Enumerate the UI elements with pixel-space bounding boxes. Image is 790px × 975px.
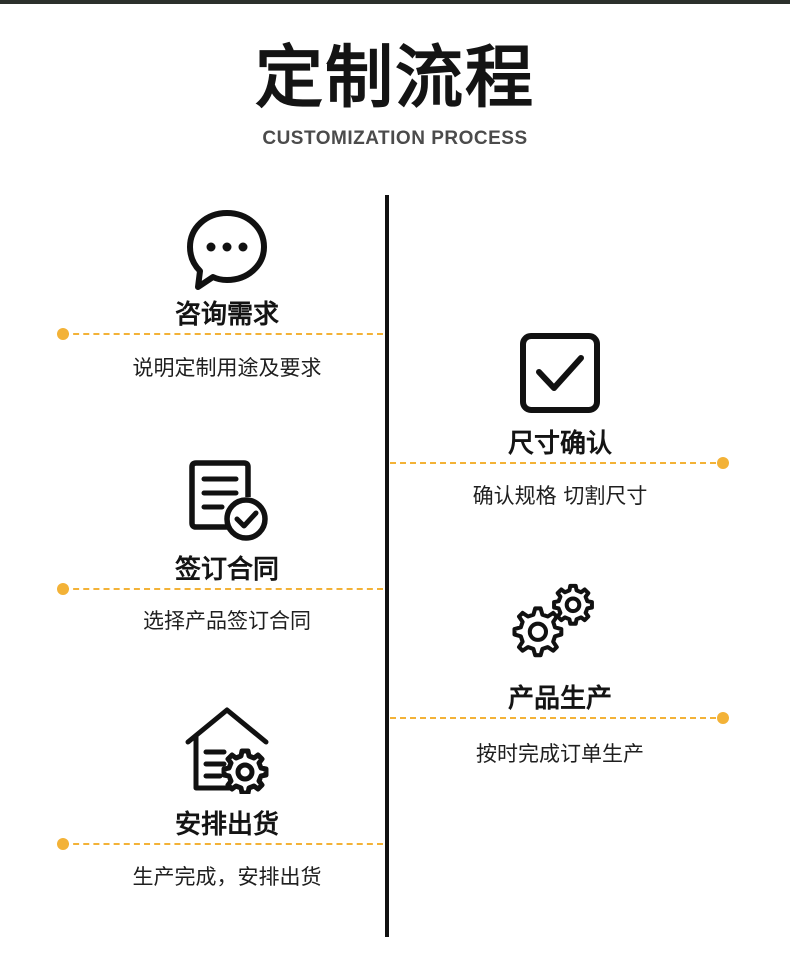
step-title: 产品生产 [507, 684, 612, 714]
timeline-dot [57, 583, 69, 595]
gears-icon [510, 576, 600, 666]
step-description: 确认规格 切割尺寸 [472, 484, 648, 508]
dashed-connector [63, 588, 383, 590]
timeline-dot [57, 838, 69, 850]
warehouse-gear-icon [182, 704, 272, 794]
step-title: 咨询需求 [174, 300, 279, 330]
timeline-dot [717, 457, 729, 469]
contract-check-icon [182, 457, 272, 547]
timeline-divider [385, 195, 389, 937]
step-description: 生产完成，安排出货 [132, 865, 322, 889]
page-title: 定制流程 [254, 39, 535, 118]
step-title: 签订合同 [174, 555, 279, 585]
step-title: 安排出货 [174, 810, 279, 840]
dashed-connector [63, 333, 383, 335]
dashed-connector [63, 843, 383, 845]
timeline-dot [717, 712, 729, 724]
step-description: 说明定制用途及要求 [132, 356, 322, 380]
chat-bubble-icon [182, 205, 272, 295]
dashed-connector [390, 717, 716, 719]
timeline-dot [57, 328, 69, 340]
checkbox-icon [515, 328, 605, 418]
step-description: 按时完成订单生产 [476, 742, 644, 766]
step-description: 选择产品签订合同 [143, 609, 311, 633]
top-bar [0, 0, 790, 4]
step-title: 尺寸确认 [507, 429, 612, 459]
dashed-connector [390, 462, 716, 464]
page-subtitle: CUSTOMIZATION PROCESS [262, 128, 528, 149]
